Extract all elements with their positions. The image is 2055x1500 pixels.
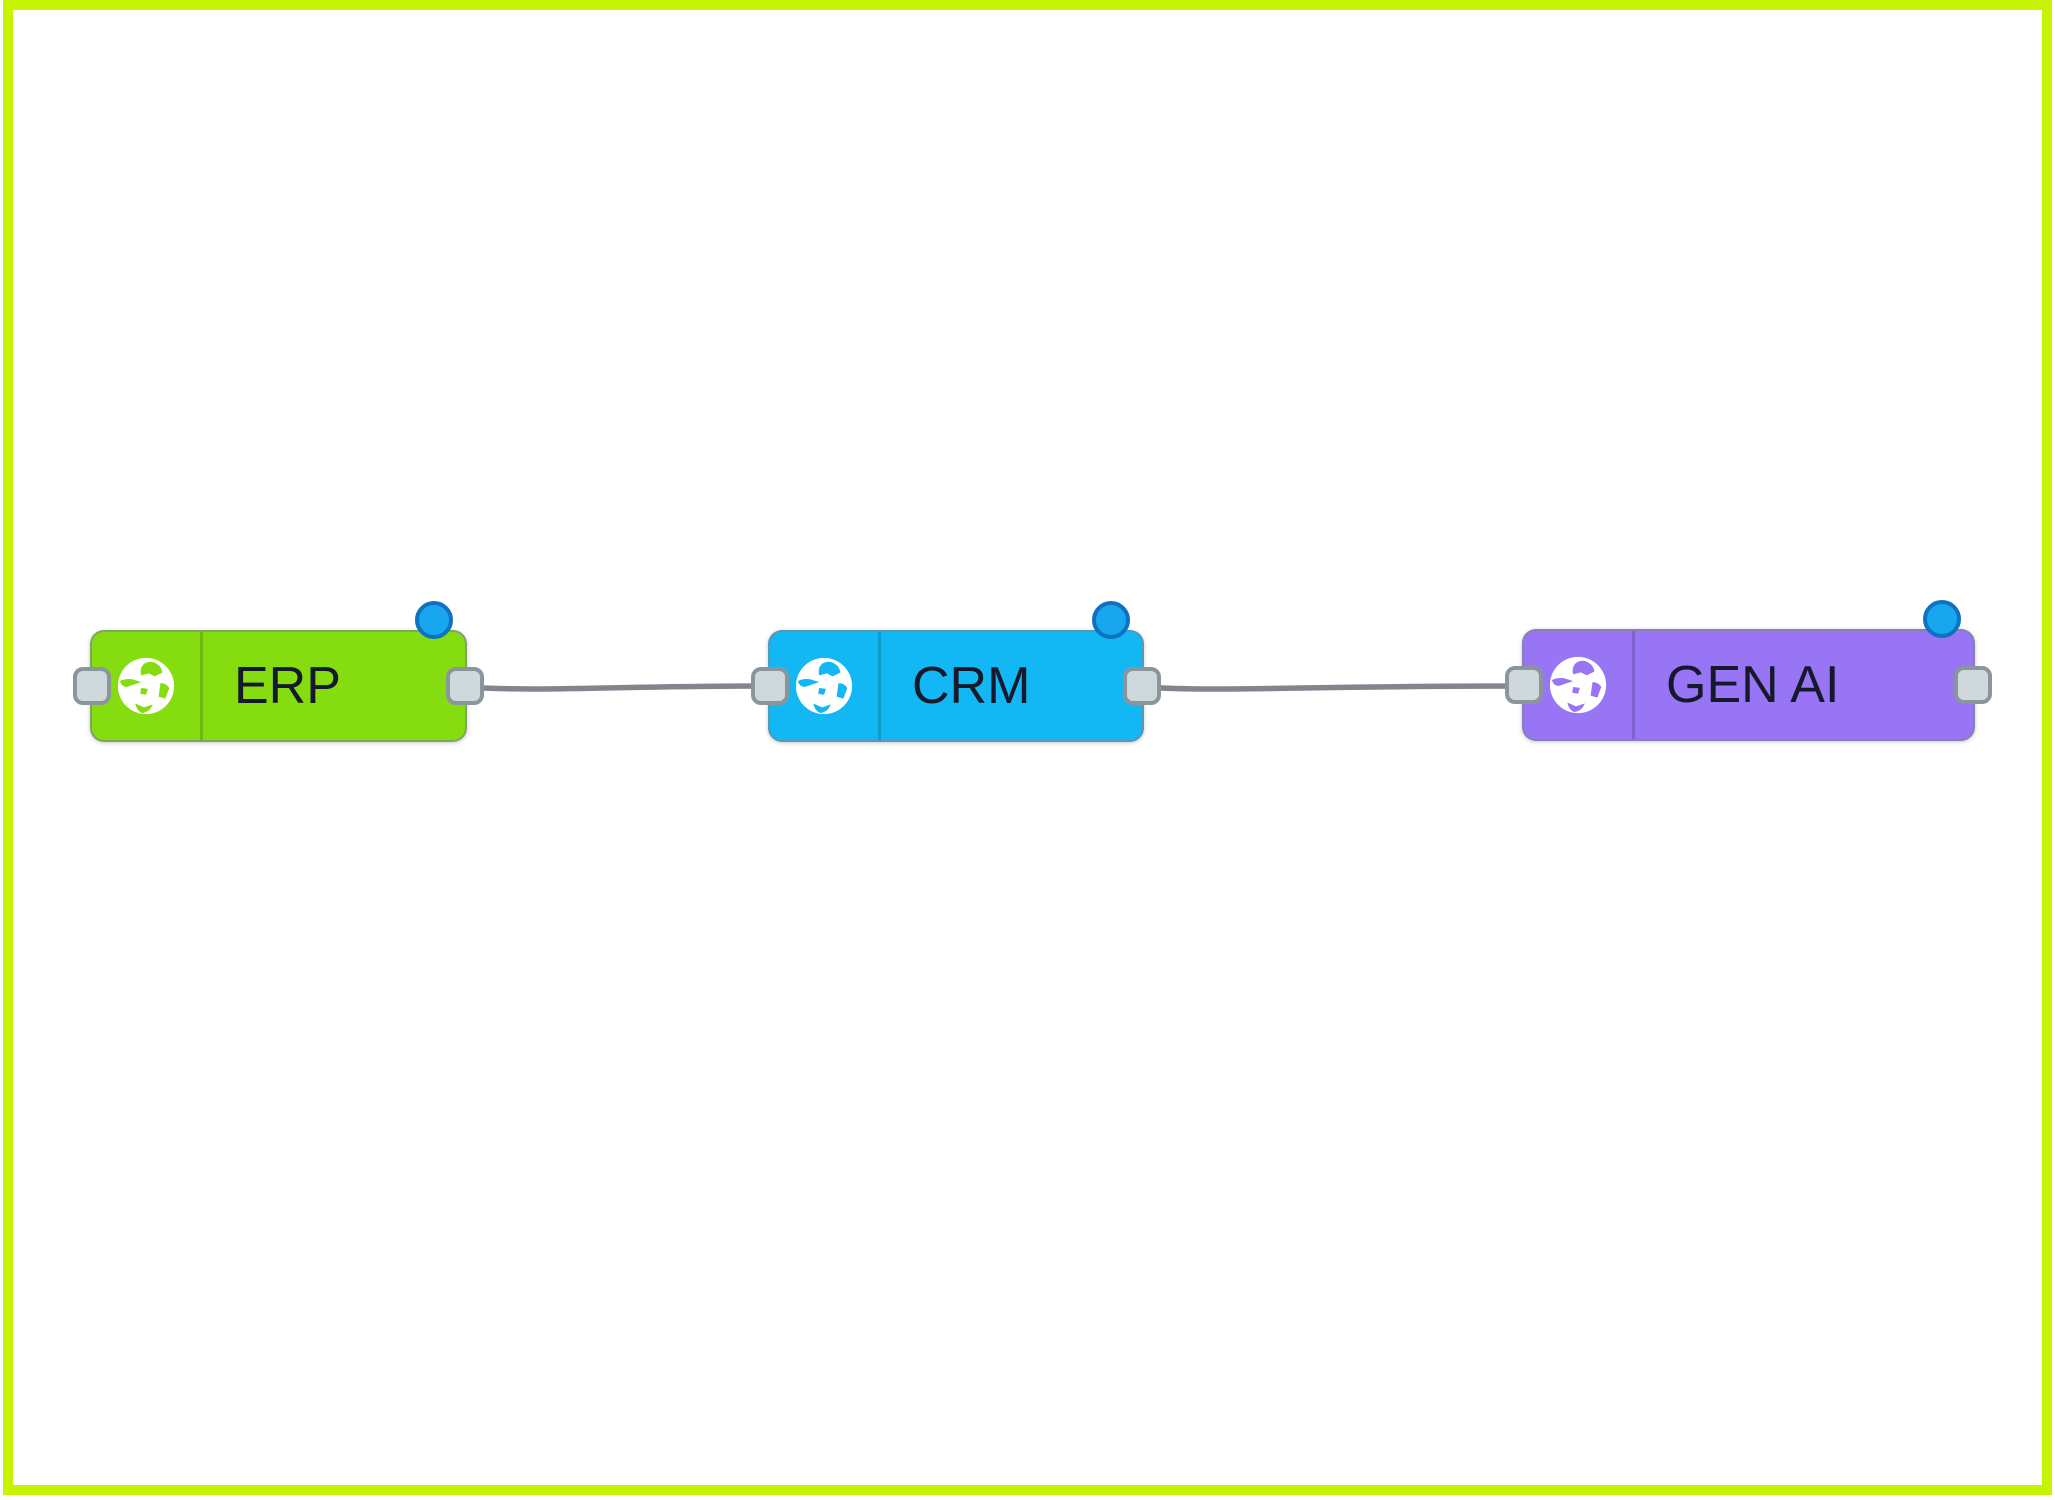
status-indicator[interactable]: [1092, 601, 1130, 639]
node-genai[interactable]: GEN AI: [1505, 600, 1992, 741]
node-icon-section: [770, 632, 881, 740]
status-indicator[interactable]: [415, 601, 453, 639]
input-port[interactable]: [73, 667, 111, 705]
wire-crm-to-genai[interactable]: [1141, 683, 1525, 692]
input-port[interactable]: [1505, 666, 1543, 704]
output-port[interactable]: [1123, 667, 1161, 705]
globe-icon: [1549, 656, 1607, 714]
node-erp[interactable]: ERP: [73, 601, 484, 742]
status-indicator[interactable]: [1923, 600, 1961, 638]
node-label: GEN AI: [1666, 656, 1840, 714]
node-crm[interactable]: CRM: [751, 601, 1161, 742]
output-port[interactable]: [1954, 666, 1992, 704]
globe-icon: [117, 657, 175, 715]
output-port[interactable]: [446, 667, 484, 705]
input-port[interactable]: [751, 667, 789, 705]
wire-erp-to-crm[interactable]: [463, 683, 771, 692]
node-label: ERP: [234, 657, 341, 715]
node-icon-section: [1524, 631, 1635, 739]
node-label: CRM: [912, 657, 1031, 715]
node-icon-section: [92, 632, 203, 740]
globe-icon: [795, 657, 853, 715]
